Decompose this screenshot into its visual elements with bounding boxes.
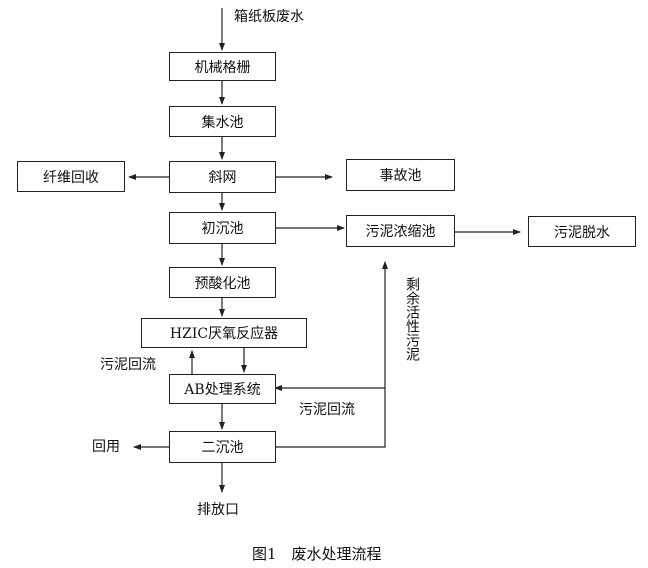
collection-pool-box: 集水池 <box>169 106 276 137</box>
primary-settling-box: 初沉池 <box>169 212 276 244</box>
sludge-thickener-box: 污泥浓缩池 <box>346 215 455 247</box>
ab-system-box: AB处理系统 <box>169 374 276 404</box>
fiber-recovery-box: 纤维回收 <box>17 161 125 192</box>
sludge-dewatering-box: 污泥脱水 <box>528 216 636 247</box>
input-label: 箱纸板废水 <box>234 9 304 25</box>
reuse-label: 回用 <box>92 439 120 455</box>
pre-acidification-box: 预酸化池 <box>169 267 276 298</box>
inclined-screen-box: 斜网 <box>169 161 276 193</box>
grille-box: 机械格栅 <box>169 52 276 81</box>
figure-caption: 图1 废水处理流程 <box>252 545 382 563</box>
excess-sludge-label: 剩余活性污泥 <box>404 277 420 361</box>
sludge-return-label-left: 污泥回流 <box>100 357 156 373</box>
accident-pool-box: 事故池 <box>346 159 455 191</box>
secondary-settling-box: 二沉池 <box>169 431 276 463</box>
sludge-return-label-right: 污泥回流 <box>299 402 355 418</box>
hzic-reactor-box: HZIC厌氧反应器 <box>141 318 307 348</box>
outlet-label: 排放口 <box>197 502 239 518</box>
line-secondary-to-thickener <box>273 261 388 448</box>
